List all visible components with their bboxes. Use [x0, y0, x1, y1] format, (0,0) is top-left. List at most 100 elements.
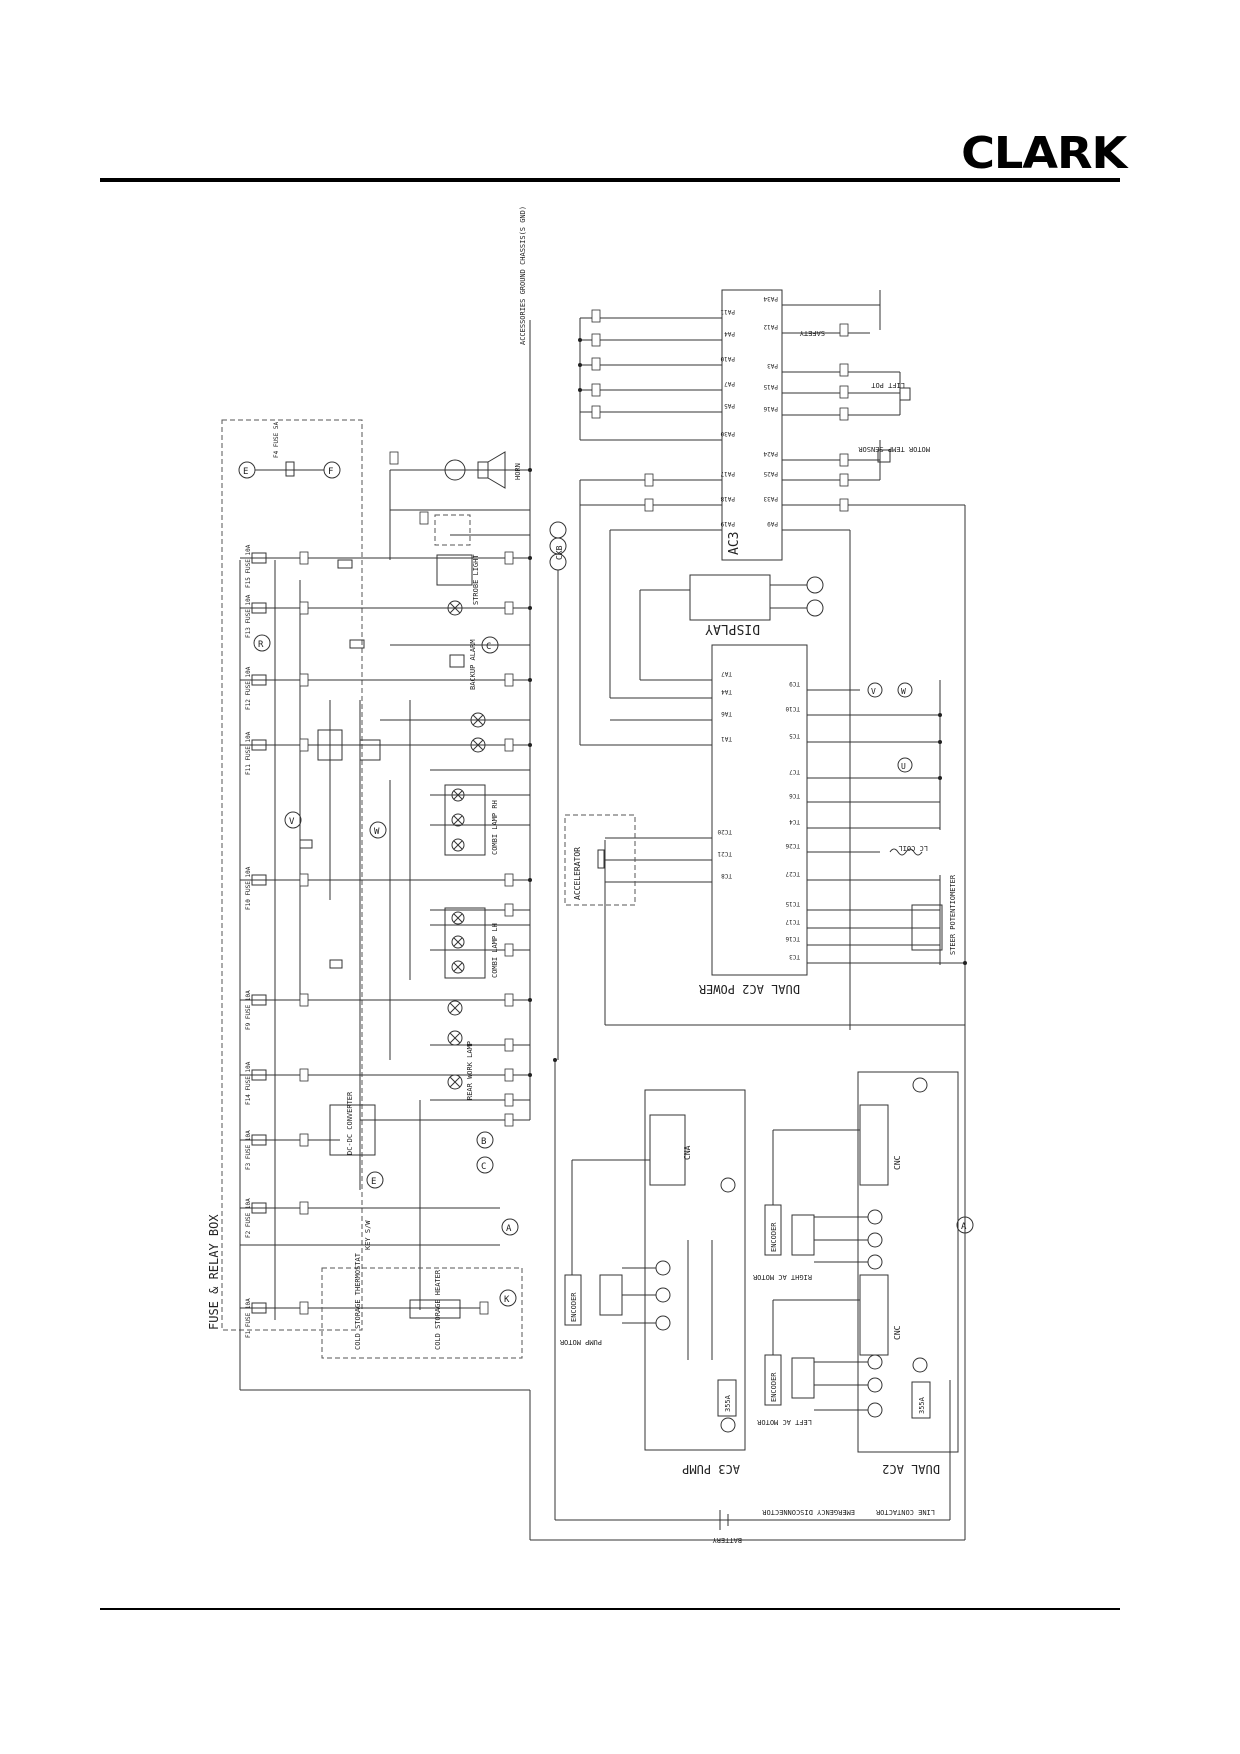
ac3-pin-left: PA10 — [720, 355, 735, 362]
ac3-controller — [721, 289, 783, 561]
dual-355a-label: 355A — [918, 1396, 926, 1414]
node-k — [499, 1289, 517, 1307]
emergency-label: EMERGENCY DISCONNECTOR — [761, 1508, 855, 1516]
fuse-label: F14 FUSE 10A — [245, 1061, 252, 1105]
dual-ac2-controller — [857, 1071, 959, 1453]
power-pin-left: TC8 — [721, 872, 732, 879]
lc-coil-label: LC COIL — [898, 844, 928, 852]
svg-text:V: V — [871, 687, 876, 696]
motor-temp-label: MOTOR TEMP SENSOR — [858, 445, 930, 453]
battery-symbol — [719, 1510, 729, 1530]
left-ac-motor — [791, 1357, 868, 1411]
safety-label: SAFETY — [799, 329, 825, 337]
ac3-left-wiring — [579, 317, 722, 745]
ac3-pin-right: PA15 — [763, 383, 778, 390]
combi-lamp-rh-box — [444, 784, 486, 856]
left-encoder-label: ENCODER — [770, 1372, 778, 1402]
pump-355a-fuse — [717, 1379, 737, 1417]
node-e-bottom — [366, 1171, 384, 1189]
svg-text:C: C — [486, 642, 491, 652]
fuse-label: F1 FUSE 10A — [245, 1298, 252, 1338]
svg-text:C: C — [481, 1162, 486, 1172]
ac3-pin-right: PA3 — [767, 362, 778, 369]
footer-rule — [100, 1608, 1120, 1610]
cna-connector — [649, 1114, 686, 1186]
node-r — [253, 634, 271, 652]
fuse-label: F9 FUSE 10A — [245, 990, 252, 1030]
display-node-f — [806, 599, 824, 617]
accelerator-label: ACCELERATOR — [573, 847, 582, 900]
power-left-wiring — [580, 530, 712, 883]
backup-alarm-symbol — [449, 654, 465, 668]
accelerator-box — [564, 814, 636, 906]
fuse-label: F2 FUSE 10A — [245, 1198, 252, 1238]
combi-lamp-rh-label: COMBI LAMP RH — [491, 800, 499, 855]
svg-text:E: E — [243, 467, 248, 477]
power-pin-right: TC15 — [785, 900, 800, 907]
strobe-light-label: STROBE LIGHT — [472, 554, 480, 605]
node-b-left — [476, 1131, 494, 1149]
power-pin-right: TC9 — [789, 680, 800, 687]
fuse-label: F4 FUSE 5A — [273, 421, 280, 458]
ckb-connector — [549, 521, 567, 1060]
power-pin-left: TA4 — [721, 688, 732, 695]
node-v-left — [284, 811, 302, 829]
pump-encoder — [564, 1274, 582, 1326]
fuse-label: F3 FUSE 10A — [245, 1130, 252, 1170]
pump-motor — [599, 1267, 656, 1324]
ac3-pin-left: PA30 — [720, 430, 735, 437]
dual-ac2-power-controller — [711, 644, 808, 976]
wire-tags — [299, 451, 514, 1315]
fuse-label: F13 FUSE 10A — [245, 594, 252, 638]
connector-nodes: R C V W B C E A K — [253, 634, 519, 1307]
power-pin-right: TC26 — [785, 842, 800, 849]
cnc-right-label: CNC — [893, 1155, 902, 1170]
svg-text:A: A — [961, 1222, 967, 1232]
accelerator-pot — [597, 849, 605, 869]
accessories-label: ACCESSORIES GROUND CHASSIS(S GND) — [519, 206, 527, 345]
ac3-pin-left: PA4 — [724, 330, 735, 337]
power-pin-right: TC10 — [785, 705, 800, 712]
svg-text:E: E — [371, 1177, 376, 1187]
lc-coil-symbol — [889, 848, 923, 856]
cnc-right-connector — [859, 1104, 889, 1186]
key-sw-label: KEY S/W — [364, 1220, 372, 1250]
rear-work-lamp-label: REAR WORK LAMP — [466, 1041, 474, 1100]
power-pin-left: TA6 — [721, 710, 732, 717]
horn-label: HORN — [514, 463, 522, 480]
horn-sw-box — [434, 514, 471, 546]
horn-symbol — [444, 451, 506, 489]
power-pin-right: TC4 — [789, 818, 800, 825]
power-pin-right: TC5 — [789, 732, 800, 739]
ac3-pin-right: PA33 — [763, 495, 778, 502]
strobe-box — [436, 554, 473, 586]
cna-label: CNA — [683, 1145, 692, 1160]
fuse-relay-box-outline — [221, 419, 363, 1331]
svg-text:B: B — [481, 1137, 486, 1147]
cnc-left-label: CNC — [893, 1325, 902, 1340]
power-pin-left: TA7 — [721, 670, 732, 677]
node-c-left — [476, 1156, 494, 1174]
power-pin-right: TC6 — [789, 792, 800, 799]
ckb-label: CKB — [555, 545, 564, 560]
steer-pot-label: STEER POTENTIOMETER — [949, 874, 957, 955]
svg-text:U: U — [901, 762, 906, 771]
display-module — [689, 574, 771, 621]
line-contactor-label: LINE CONTACTOR — [875, 1508, 935, 1516]
fuse-label: F15 FUSE 10A — [245, 544, 252, 588]
power-pin-left: TC20 — [717, 828, 732, 835]
left-ac-motor-label: LEFT AC MOTOR — [756, 1418, 812, 1426]
steer-pot-box — [911, 904, 943, 951]
backup-alarm-label: BACKUP ALARM — [469, 639, 477, 690]
svg-text:R: R — [258, 640, 264, 650]
lift-pot-symbol — [899, 387, 911, 401]
header-rule — [100, 178, 1120, 182]
dual-ac2-power-label: DUAL AC2 POWER — [698, 982, 800, 996]
power-right-nodes: V W U — [867, 682, 913, 773]
power-pin-right: TC27 — [785, 870, 800, 877]
svg-text:W: W — [901, 687, 906, 696]
heater-symbol — [409, 1299, 461, 1319]
dcdc-label: DC-DC CONVERTER — [346, 1091, 354, 1155]
fuse-label: F12 FUSE 10A — [245, 666, 252, 710]
